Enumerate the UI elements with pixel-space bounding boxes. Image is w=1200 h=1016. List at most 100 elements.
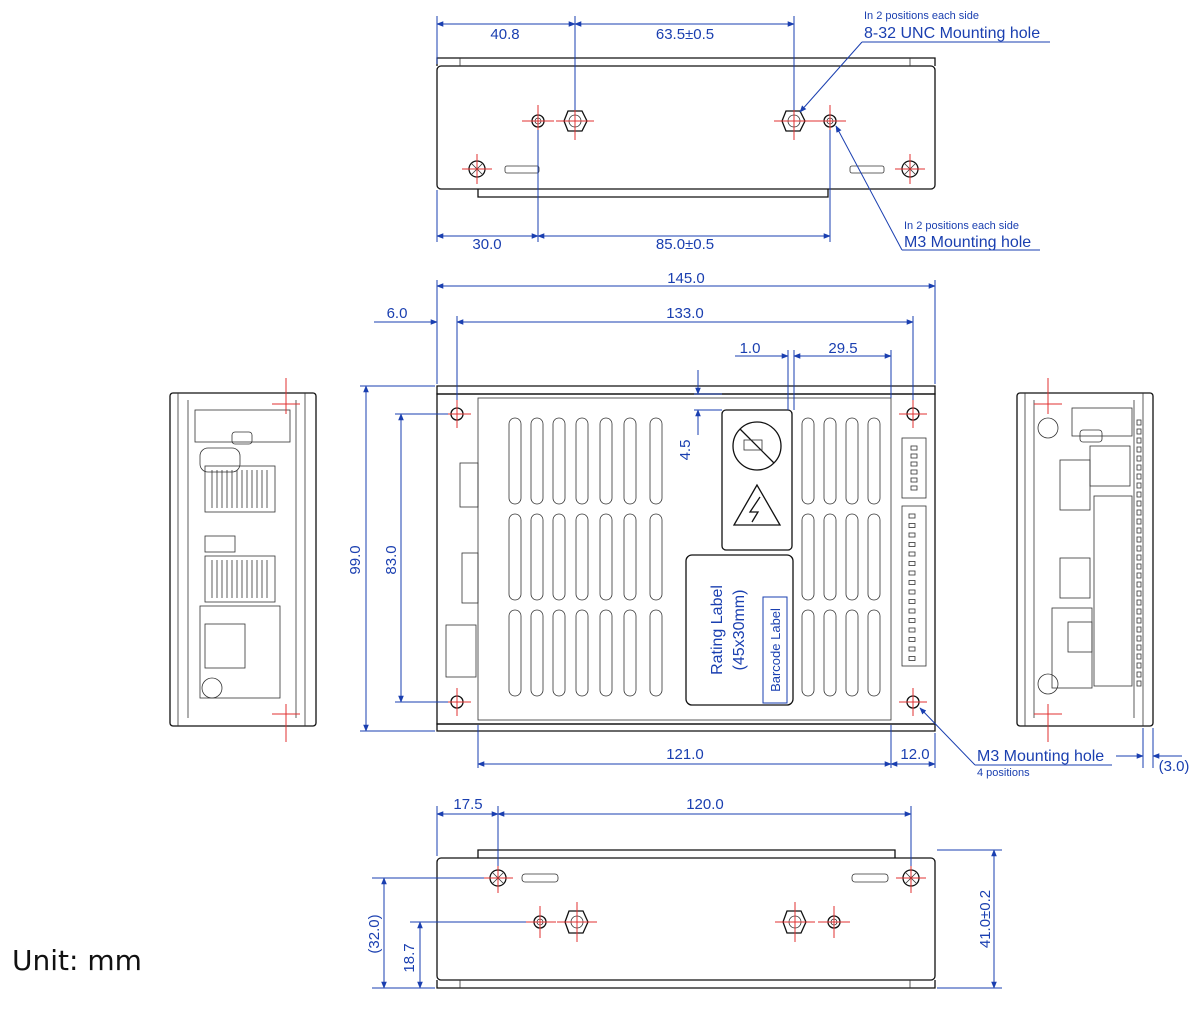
pin [908,589,916,595]
screw-icon [895,154,925,184]
pin [1136,563,1142,570]
vent-slot [530,417,544,505]
vent-slot [508,609,522,697]
bottom-view: 17.5 120.0 (32.0) 18.7 41.0±0.2 [366,796,1002,989]
front-view: Rating Label (45x30mm) Barcode Label 145… [347,270,1112,779]
pin [908,637,916,642]
pin [1136,545,1142,552]
vent-slot [649,609,663,697]
dim-bottom-left: 17.5 [453,796,482,813]
pin [910,445,918,451]
left-side-view [169,378,317,742]
vent-slot [623,609,637,697]
pin [908,646,916,652]
dim-edge: 12.0 [900,746,929,763]
pin [1136,653,1142,660]
vent-slot [599,609,613,697]
m3-hole-icon [818,906,850,938]
m3-note-small: In 2 positions each side [904,220,1019,232]
pin [910,469,918,475]
dim-height: 99.0 [347,545,364,574]
dim-bottom-span: 85.0±0.5 [656,236,714,253]
pin [1136,437,1142,444]
barcode-label-text: Barcode Label [768,608,783,692]
pin [908,656,916,661]
dim-bottom-hole: 18.7 [401,943,418,972]
vent-slot [867,513,881,601]
dim-holes: 121.0 [666,746,704,763]
screw-icon [483,863,513,893]
m3-hole-icon [899,400,927,428]
pin [1136,662,1142,669]
vent-slot [552,609,566,697]
pin [908,580,916,585]
unc-nut-icon [775,902,815,942]
m3-note: M3 Mounting hole [904,234,1031,251]
m3-note-front-small: 4 positions [977,767,1030,779]
pin [908,523,916,528]
vent-slot [508,513,522,601]
pin [1136,671,1142,678]
vent-slot [623,417,637,505]
vent-slot [845,417,859,505]
no-disassemble-icon [732,421,782,471]
dim-bottom-left: 30.0 [472,236,501,253]
screw-icon [462,154,492,184]
pin [908,599,916,604]
pin [1136,680,1142,687]
dim-bottom-span: 120.0 [686,796,724,813]
unc-nut-icon [557,902,597,942]
pin [1136,644,1142,651]
vent-slot [867,609,881,697]
vent-slot [575,513,589,601]
pin [908,618,916,623]
pin [1136,617,1142,624]
dim-height-inner: 83.0 [383,545,400,574]
unc-note-small: In 2 positions each side [864,10,979,22]
screw-icon [896,863,926,893]
rating-label-text: Rating Label [709,585,726,675]
vent-slot [552,417,566,505]
pin [908,542,916,547]
pin [908,561,916,566]
vent-slot [599,513,613,601]
pin [910,453,918,459]
vent-slot [801,513,815,601]
unit-label: Unit: mm [12,944,142,977]
dim-bottom-total: 41.0±0.2 [977,890,994,948]
vent-slot [530,513,544,601]
vent-slot [801,609,815,697]
pin [1136,500,1142,507]
pin [908,608,916,614]
pin [1136,509,1142,516]
vent-slot [823,513,837,601]
dim-vert: 4.5 [677,440,694,461]
pin [1136,491,1142,498]
dim-top-span: 63.5±0.5 [656,26,714,43]
pin [908,532,916,538]
high-voltage-icon [732,483,782,526]
vent-slot [623,513,637,601]
vent-slots [508,417,881,697]
unc-nut-icon [774,102,814,140]
vent-slot [649,513,663,601]
dim-offset: 6.0 [387,305,408,322]
vent-slot [845,609,859,697]
pin [1136,482,1142,489]
vent-slot [575,417,589,505]
pin [1136,473,1142,480]
pin [1136,581,1142,588]
pin [1136,590,1142,597]
pin [1136,518,1142,525]
dim-width: 145.0 [667,270,705,287]
vent-slot [575,609,589,697]
vent-slot [649,417,663,505]
dim-top-left: 40.8 [490,26,519,43]
pin [908,513,916,519]
terminal-pins [908,445,918,661]
dim-inner: 133.0 [666,305,704,322]
pin [1136,428,1142,435]
vent-slot [845,513,859,601]
pin [1136,635,1142,642]
